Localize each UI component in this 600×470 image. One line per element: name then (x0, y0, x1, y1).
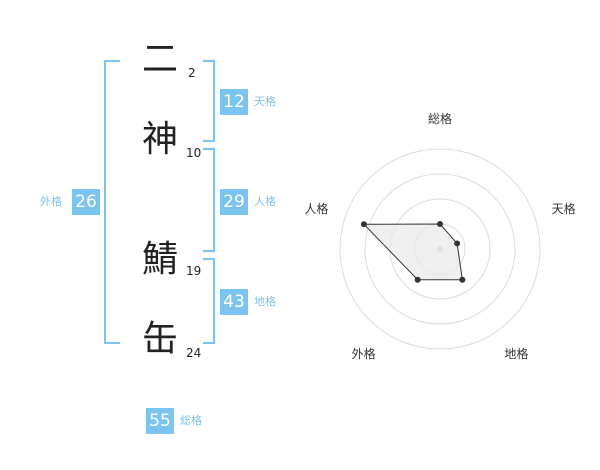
soukaku-label: 総格 (180, 414, 202, 427)
soukaku-value: 55 (146, 408, 174, 434)
stroke-count-2: 10 (186, 146, 202, 160)
chikaku-value: 43 (220, 289, 248, 315)
radar-axis-label-1: 総格 (428, 111, 452, 126)
jinkaku-bracket (203, 148, 215, 252)
name-char-1: 二 (141, 39, 178, 80)
name-char-4: 缶 (141, 319, 178, 360)
radar-point-4 (414, 276, 421, 283)
stroke-count-4: 24 (186, 346, 202, 360)
radar-polygon (362, 223, 463, 281)
gaikaku-bracket (104, 60, 120, 344)
tenkaku-label: 天格 (254, 95, 276, 108)
chikaku-bracket (203, 258, 215, 344)
tenkaku-value: 12 (220, 89, 248, 115)
name-char-2: 神 (141, 119, 178, 160)
radar-point-3 (459, 276, 466, 283)
chikaku-label: 地格 (254, 295, 276, 308)
name-char-3: 鯖 (141, 239, 178, 280)
radar-point-1 (437, 221, 443, 227)
radar-axis-label-2: 天格 (552, 201, 576, 216)
gaikaku-label: 外格 (40, 195, 62, 208)
radar-axis-label-3: 地格 (504, 346, 528, 361)
radar-point-2 (454, 240, 461, 247)
tenkaku-bracket (203, 60, 215, 142)
radar-axis-label-4: 外格 (352, 346, 376, 361)
radar-ring (339, 148, 541, 350)
stroke-count-3: 19 (186, 264, 202, 278)
jinkaku-label: 人格 (254, 195, 276, 208)
jinkaku-value: 29 (220, 189, 248, 215)
radar-axis-label-5: 人格 (304, 201, 328, 216)
radar-point-5 (360, 221, 367, 228)
gaikaku-value: 26 (72, 189, 100, 215)
radar-ring (364, 173, 516, 325)
stroke-count-1: 2 (188, 66, 196, 80)
